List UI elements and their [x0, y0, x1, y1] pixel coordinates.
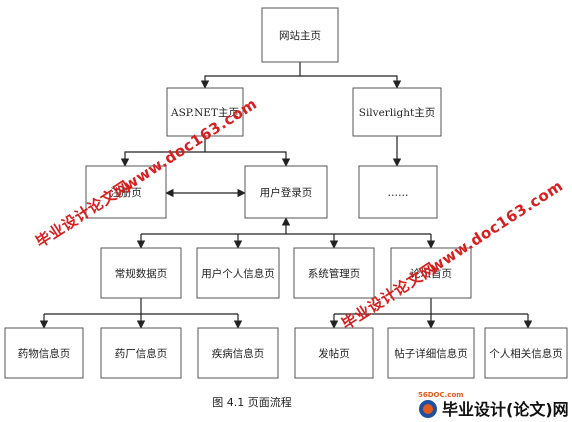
node-home-label: 网站主页 — [279, 29, 321, 42]
node-drug-info: 药物信息页 — [4, 327, 84, 379]
node-post-detail: 帖子详细信息页 — [387, 327, 475, 379]
node-post: 发帖页 — [294, 327, 374, 379]
node-personal-related-label: 个人相关信息页 — [489, 347, 563, 360]
node-login: 用户登录页 — [244, 165, 328, 219]
node-disease-info-label: 疾病信息页 — [212, 347, 265, 360]
figure-caption: 图 4.1 页面流程 — [212, 395, 292, 409]
site-logo: 56DOC.com 毕业设计(论文)网 — [418, 391, 569, 419]
node-system-admin-label: 系统管理页 — [308, 267, 361, 280]
node-asp-home-label: ASP.NET主页 — [170, 107, 239, 119]
edge-home-to-silverlight — [300, 75, 402, 89]
node-user-info: 用户个人信息页 — [196, 247, 280, 299]
node-silverlight-home-label: Silverlight主页 — [359, 107, 436, 119]
node-forum: 论坛首页 — [390, 247, 472, 299]
edge-home-to-asp — [200, 62, 301, 89]
node-post-detail-label: 帖子详细信息页 — [394, 347, 468, 360]
node-register-label: 注册页 — [110, 186, 142, 199]
node-drug-info-label: 药物信息页 — [18, 347, 71, 360]
watermark-right-url: www.doc163.com — [426, 177, 566, 277]
node-forum-label: 论坛首页 — [410, 267, 452, 280]
node-login-label: 用户登录页 — [260, 186, 313, 199]
node-post-label: 发帖页 — [318, 347, 350, 360]
node-asp-home: ASP.NET主页 — [166, 87, 244, 137]
node-personal-related: 个人相关信息页 — [484, 327, 568, 379]
edge-asp-to-login — [205, 151, 291, 167]
watermark-left: 毕业设计论文网 www.doc163.com — [32, 95, 260, 252]
logo-small-text: 56DOC.com — [418, 391, 464, 399]
edges — [39, 62, 533, 329]
node-factory-info-label: 药厂信息页 — [115, 347, 168, 360]
node-disease-info: 疾病信息页 — [197, 327, 279, 379]
logo-text: 毕业设计(论文)网 — [442, 400, 569, 419]
node-user-info-label: 用户个人信息页 — [201, 267, 275, 280]
node-system-admin: 系统管理页 — [293, 247, 375, 299]
node-ellipsis-label: …… — [388, 187, 409, 199]
edge-asp-to-register — [120, 136, 206, 167]
node-register: 注册页 — [85, 165, 167, 219]
node-home: 网站主页 — [261, 7, 339, 63]
node-factory-info: 药厂信息页 — [100, 327, 182, 379]
node-common-data-label: 常规数据页 — [115, 267, 168, 280]
node-silverlight-home: Silverlight主页 — [352, 87, 442, 137]
node-common-data: 常规数据页 — [100, 247, 182, 299]
node-ellipsis: …… — [358, 165, 438, 219]
